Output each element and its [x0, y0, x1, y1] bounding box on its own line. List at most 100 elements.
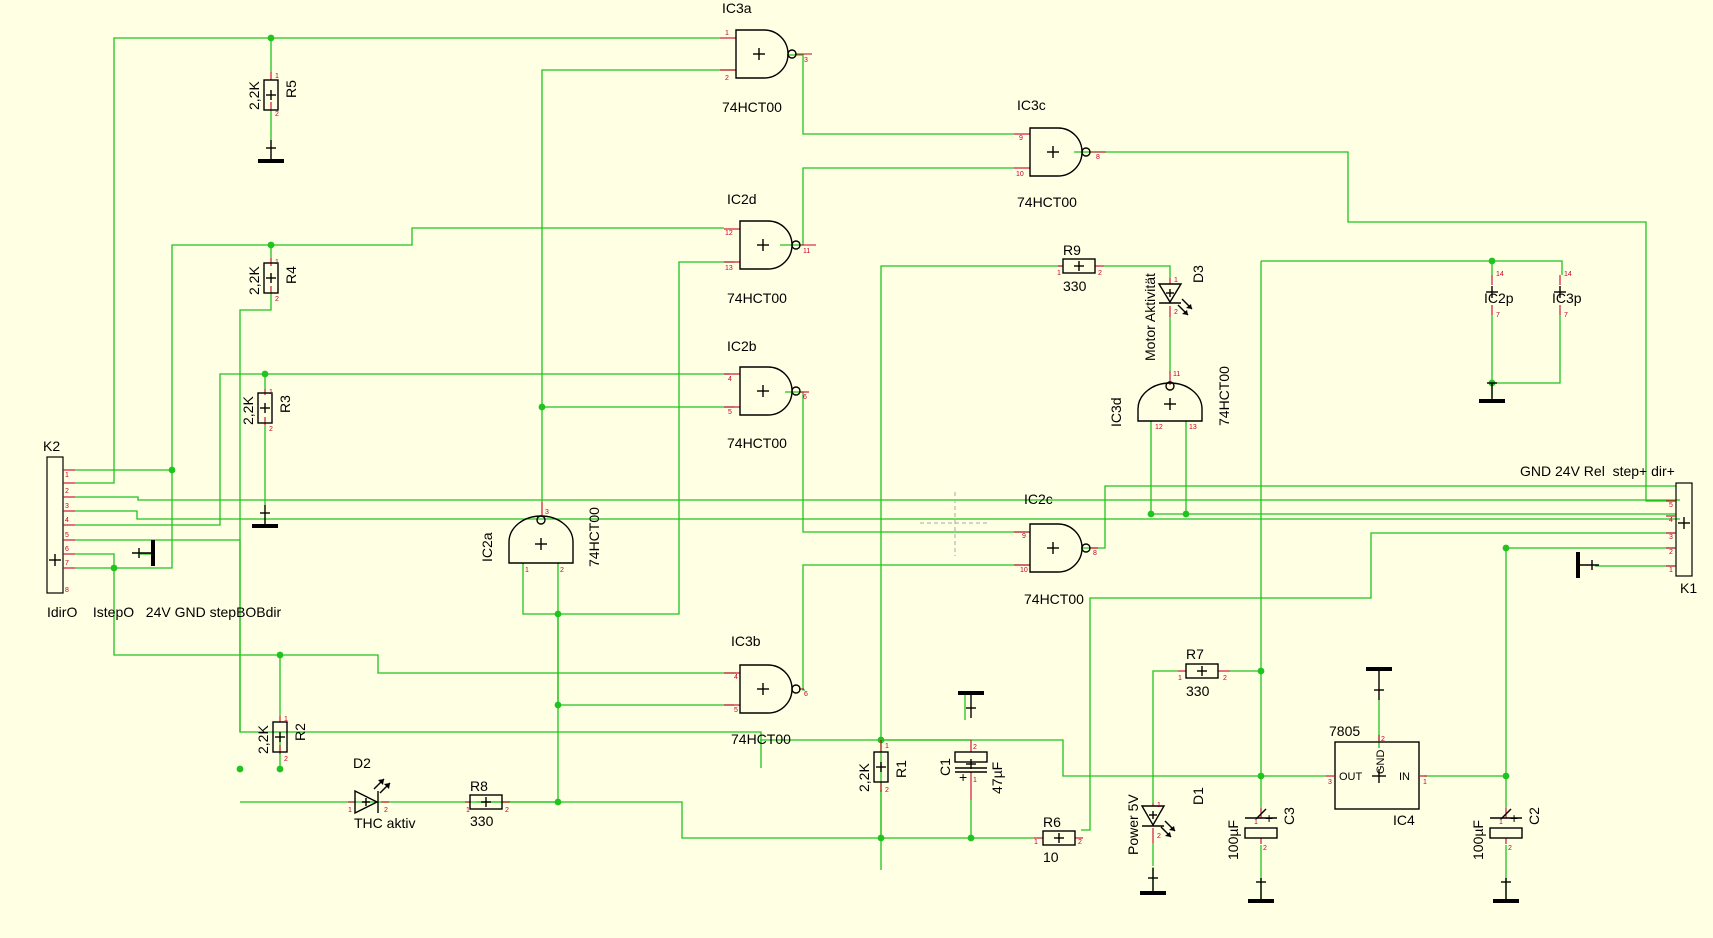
c3-plus-sign: + [1265, 810, 1273, 826]
k2-pin-1: 1 [65, 472, 69, 479]
r7-name: R7 [1186, 646, 1204, 662]
junction-dots [110, 34, 1510, 842]
d3-value: Motor Aktivität [1142, 273, 1158, 361]
ground-ic4 [1366, 667, 1392, 700]
ic3a-pin-1: 1 [725, 30, 729, 37]
c1-pin-2: 2 [973, 744, 977, 751]
ic2d-gate[interactable]: 12 13 11 IC2d 74HCT00 [724, 191, 816, 306]
r2-value: 2,2K [255, 725, 271, 754]
r1-pin-1: 1 [885, 743, 889, 750]
k2-pin-7: 7 [65, 560, 69, 567]
ic2c-pin-8: 8 [1093, 550, 1097, 557]
ic4-pin-1: 1 [1423, 779, 1427, 786]
ground-d1 [1140, 868, 1166, 895]
ic2d-pin-12: 12 [725, 230, 733, 237]
ic4-regulator[interactable]: OUT IN GND 3 2 1 7805 IC4 [1326, 723, 1427, 828]
r9-resistor[interactable]: 1 2 R9 330 [1057, 242, 1104, 294]
ic4-pin-3: 3 [1328, 779, 1332, 786]
d2-pin-1: 1 [348, 807, 352, 814]
k2-pin-8: 8 [65, 587, 69, 594]
ic2b-pin-6: 6 [803, 394, 807, 401]
ic3c-pin-8: 8 [1096, 154, 1100, 161]
ic3c-gate[interactable]: 9 10 8 IC3c 74HCT00 [1014, 97, 1106, 210]
k1-connector[interactable]: 5 4 3 2 1 K1 GND 24V Rel step+ dir+ [1520, 463, 1697, 596]
c1-value: 47µF [989, 762, 1005, 794]
r3-pin-1: 1 [269, 389, 273, 396]
r5-resistor[interactable]: 1 2 2,2K R5 [246, 72, 299, 118]
ic2c-pin-9: 9 [1022, 533, 1026, 540]
r6-value: 10 [1043, 849, 1059, 865]
r6-resistor[interactable]: 1 2 R6 10 [1034, 814, 1083, 865]
ic3c-pin-9: 9 [1019, 135, 1023, 142]
ic3c-pin-10: 10 [1016, 171, 1024, 178]
ic3b-gate[interactable]: 4 5 6 IC3b 74HCT00 [724, 633, 808, 747]
r2-resistor[interactable]: 1 2 2,2K R2 [255, 716, 308, 763]
r4-resistor[interactable]: 1 2 2,2K R4 [246, 258, 299, 303]
ic3p-power-unit[interactable]: 14 7 IC3p [1552, 271, 1582, 319]
ic3p-pin-7: 7 [1564, 312, 1568, 319]
k1-caption: GND 24V Rel step+ dir+ [1520, 463, 1675, 479]
ic2a-gate[interactable]: 3 1 2 IC2a 74HCT00 [479, 502, 602, 574]
c3-pin-2: 2 [1263, 845, 1267, 852]
ic2b-name: IC2b [727, 338, 757, 354]
ic2a-pin-1: 1 [525, 567, 529, 574]
ic2p-pin-14: 14 [1496, 271, 1504, 278]
ic3p-name: IC3p [1552, 290, 1582, 306]
d1-value: Power 5V [1125, 794, 1141, 855]
ic3b-name: IC3b [731, 633, 761, 649]
r2-name: R2 [292, 723, 308, 741]
ic3p-pin-14: 14 [1564, 271, 1572, 278]
c2-plus-sign: + [1510, 810, 1518, 826]
c1-plus-sign: + [959, 769, 967, 785]
r8-pin-1: 1 [466, 807, 470, 814]
c1-name: C1 [937, 758, 953, 776]
ic3d-pin-12: 12 [1155, 424, 1163, 431]
ground-k2 [132, 540, 155, 566]
r2-pin-1: 1 [284, 716, 288, 723]
r6-pin-1: 1 [1034, 839, 1038, 846]
k2-pin-4: 4 [65, 517, 69, 524]
ic2a-pin-3: 3 [545, 509, 549, 516]
r8-resistor[interactable]: 1 2 R8 330 [465, 778, 510, 829]
r3-resistor[interactable]: 1 2 2,2K R3 [240, 389, 293, 433]
r4-value: 2,2K [246, 266, 262, 295]
ic2p-pin-7: 7 [1496, 312, 1500, 319]
c1-capacitor[interactable]: 2 1 + C1 47µF [937, 740, 1005, 800]
c3-capacitor[interactable]: 1 + 2 C3 100µF [1225, 807, 1297, 860]
ic3a-pin-2: 2 [725, 75, 729, 82]
r1-resistor[interactable]: 1 2 2,2K R1 [856, 740, 909, 794]
d1-led[interactable]: 1 2 D1 Power 5V [1125, 787, 1206, 855]
r7-pin-1: 1 [1178, 675, 1182, 682]
d2-value: THC aktiv [354, 815, 415, 831]
k1-pin-4: 4 [1669, 517, 1673, 524]
r8-value: 330 [470, 813, 494, 829]
c2-name: C2 [1526, 807, 1542, 825]
k1-pin-2: 2 [1669, 549, 1673, 556]
r1-name: R1 [893, 760, 909, 778]
r2-pin-2: 2 [284, 756, 288, 763]
k2-connector[interactable]: 1 2 3 4 5 6 7 8 K2 IdirO IstepO 24V GND … [43, 438, 282, 620]
d3-pin-1: 1 [1174, 277, 1178, 284]
d3-led[interactable]: 1 2 D3 Motor Aktivität [1142, 265, 1206, 361]
r7-resistor[interactable]: 1 2 R7 330 [1178, 646, 1230, 699]
ic2b-pin-4: 4 [728, 376, 732, 383]
d2-led[interactable]: 1 2 D2 THC aktiv [348, 755, 415, 831]
ic2c-gate[interactable]: 9 10 8 IC2c 74HCT00 [1014, 491, 1098, 607]
ic2d-pin-11: 11 [803, 248, 810, 255]
ground-ic-power [1479, 382, 1505, 403]
r8-name: R8 [470, 778, 488, 794]
r9-pin-1: 1 [1057, 270, 1061, 277]
ic4-value: 7805 [1329, 723, 1360, 739]
r6-name: R6 [1043, 814, 1061, 830]
r3-name: R3 [277, 395, 293, 413]
c2-capacitor[interactable]: 1 + 2 C2 100µF [1470, 807, 1542, 860]
ic2p-power-unit[interactable]: 14 7 IC2p [1484, 271, 1514, 319]
k1-name: K1 [1680, 580, 1697, 596]
k2-pin-5: 5 [65, 532, 69, 539]
ic3d-gate[interactable]: 11 12 13 IC3d 74HCT00 [1108, 366, 1232, 431]
ground-r5 [258, 140, 284, 163]
ic2b-gate[interactable]: 4 5 6 IC2b 74HCT00 [724, 338, 809, 451]
c2-pin-2: 2 [1508, 845, 1512, 852]
ic3a-gate[interactable]: 1 2 3 IC3a 74HCT00 [720, 0, 812, 115]
